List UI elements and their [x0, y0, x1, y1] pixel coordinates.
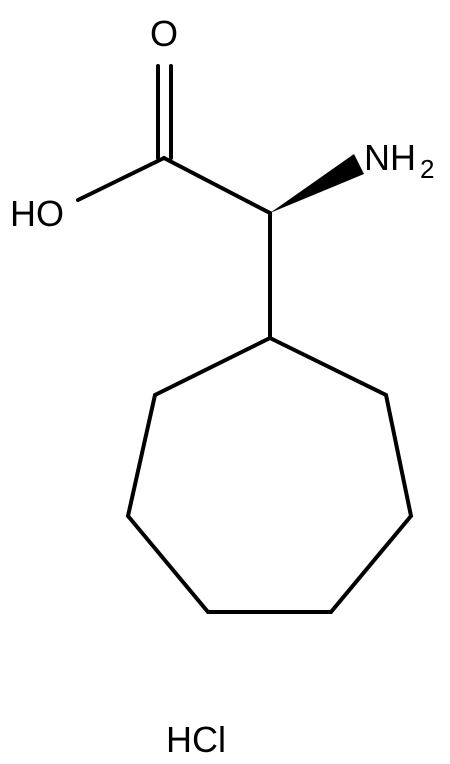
wedge-bond: [270, 154, 364, 213]
carboxyl-alpha-bond: [162, 156, 272, 215]
salt-label: HCl: [166, 719, 226, 760]
amine-label: NH: [364, 137, 416, 178]
hydroxyl-label: HO: [10, 193, 64, 234]
oxygen-label: O: [150, 13, 178, 54]
cycloheptane-ring: [125, 335, 414, 614]
hydroxyl-bond: [76, 156, 166, 202]
amine-subscript: 2: [420, 154, 434, 184]
